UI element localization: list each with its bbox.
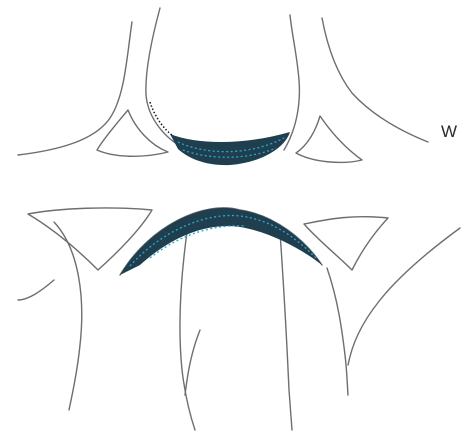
upper-bone-right-contour [322,18,428,142]
upper-bone-left-contour [18,22,132,155]
lower-right-meniscus [304,217,388,270]
lower-bone-right-contour [327,268,348,395]
lower-bone-left-shaft-inner [185,330,200,395]
upper-cartilage [170,132,290,165]
lower-cartilage [120,208,322,275]
upper-right-meniscus [296,116,362,162]
upper-bone-left-inner-contour [146,8,188,150]
lower-bone-left-shaft [180,225,195,430]
upper-left-meniscus [97,110,168,156]
upper-bone-right-inner-contour [284,15,299,150]
lower-bone-right-shaft [280,232,292,430]
lower-bone-left-outer-contour [18,280,54,300]
edge-label: W [441,122,457,142]
